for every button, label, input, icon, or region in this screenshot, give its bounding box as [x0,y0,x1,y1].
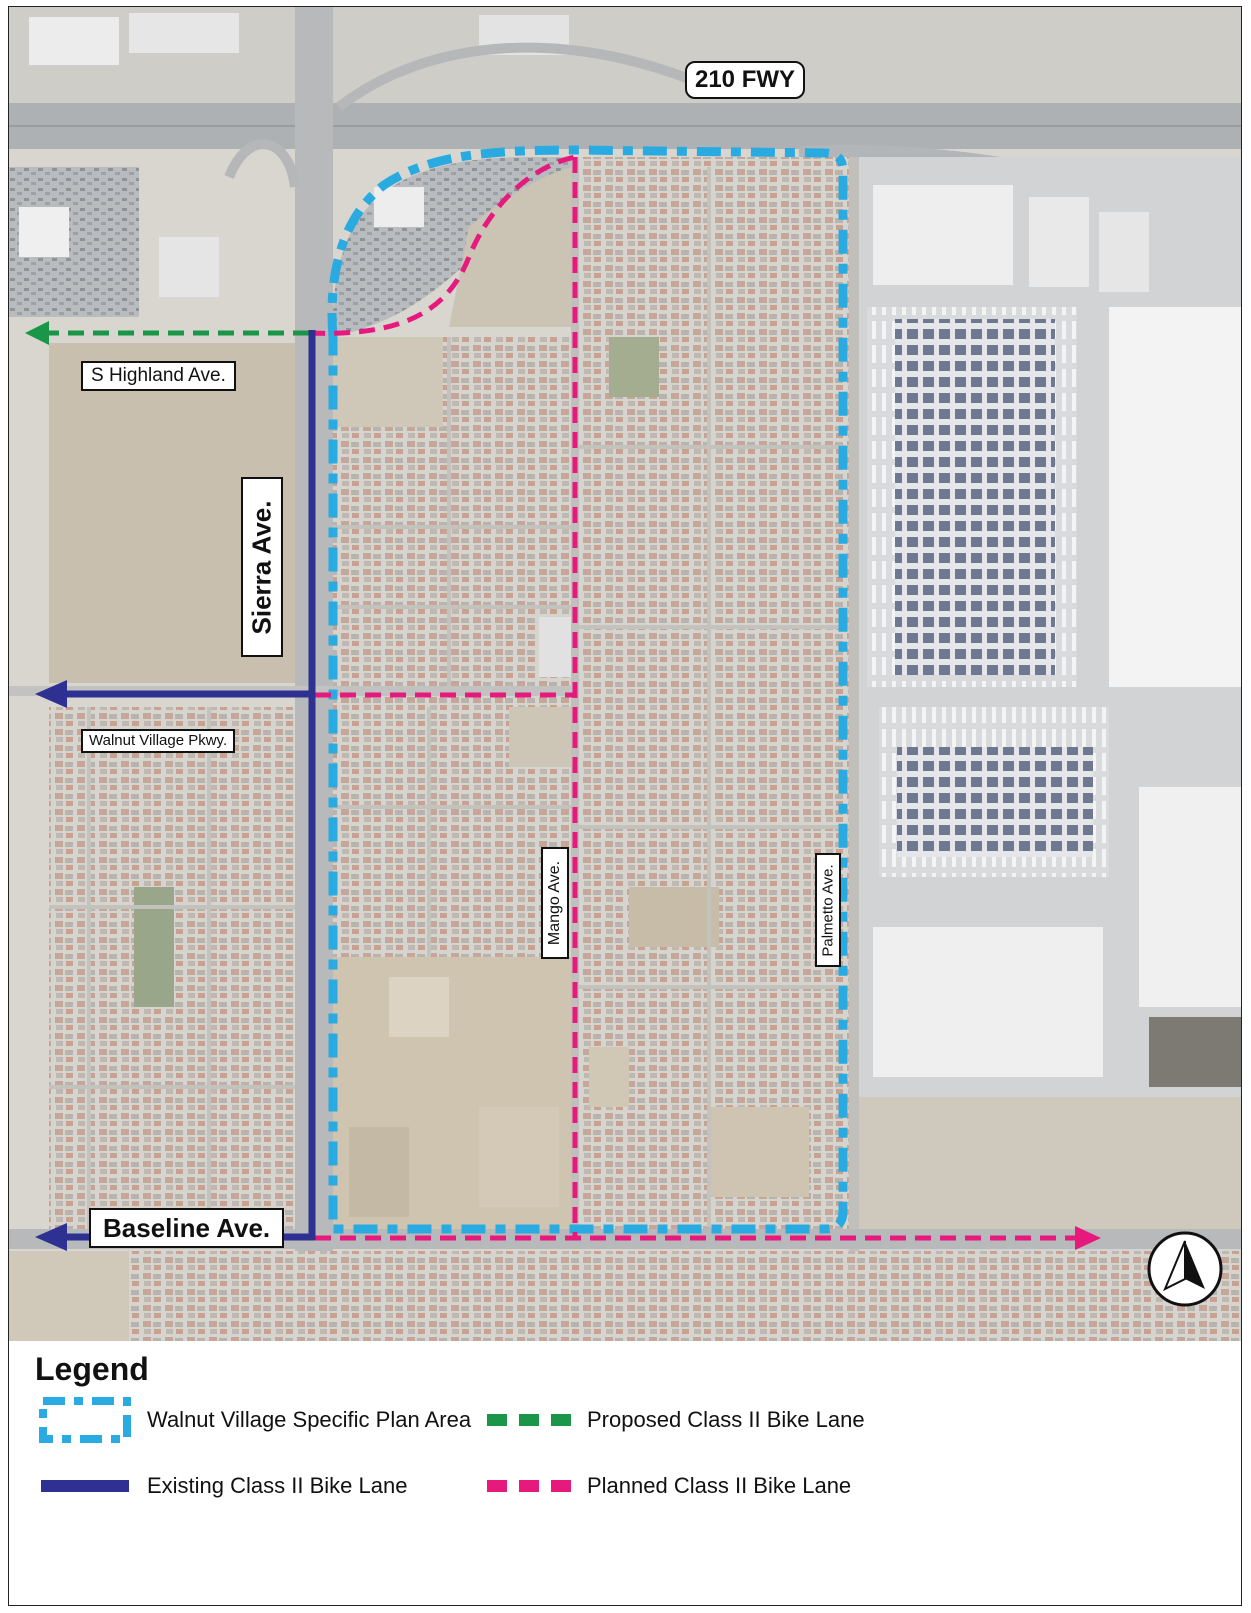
legend-label-existing: Existing Class II Bike Lane [147,1473,408,1498]
map-figure: 210 FWY S Highland Ave. Walnut Village P… [8,6,1242,1606]
legend-label-planned: Planned Class II Bike Lane [587,1473,852,1498]
legend: Legend Walnut Village Specific Plan Area… [9,1341,1241,1605]
freeway-label: 210 FWY [685,61,805,99]
planned-bike-lane-swatch-icon [487,1480,571,1492]
mango-ave-label: Mango Ave. [541,847,569,959]
legend-title: Legend [35,1351,149,1387]
palmetto-ave-label: Palmetto Ave. [815,853,841,967]
palmetto-ave-text: Palmetto Ave. [819,863,837,957]
legend-item-planned: Planned Class II Bike Lane [487,1473,851,1499]
walnut-village-pkwy-label: Walnut Village Pkwy. [81,729,236,753]
legend-item-existing: Existing Class II Bike Lane [39,1473,407,1499]
sierra-ave-label: Sierra Ave. [241,477,283,657]
legend-label-proposed: Proposed Class II Bike Lane [587,1407,865,1432]
mango-ave-text: Mango Ave. [546,860,563,946]
legend-item-proposed: Proposed Class II Bike Lane [487,1407,865,1433]
plan-area-swatch-icon [39,1397,131,1443]
existing-bike-lane-swatch-icon [41,1480,129,1492]
legend-label-plan-area: Walnut Village Specific Plan Area [147,1407,472,1432]
north-arrow-icon [1145,1229,1225,1314]
sierra-ave-text: Sierra Ave. [246,500,277,634]
aerial-map [9,7,1241,1341]
proposed-bike-lane-swatch-icon [487,1414,571,1426]
highland-ave-label: S Highland Ave. [81,361,236,391]
baseline-ave-label: Baseline Ave. [89,1208,285,1248]
legend-item-plan-area: Walnut Village Specific Plan Area [39,1397,471,1443]
